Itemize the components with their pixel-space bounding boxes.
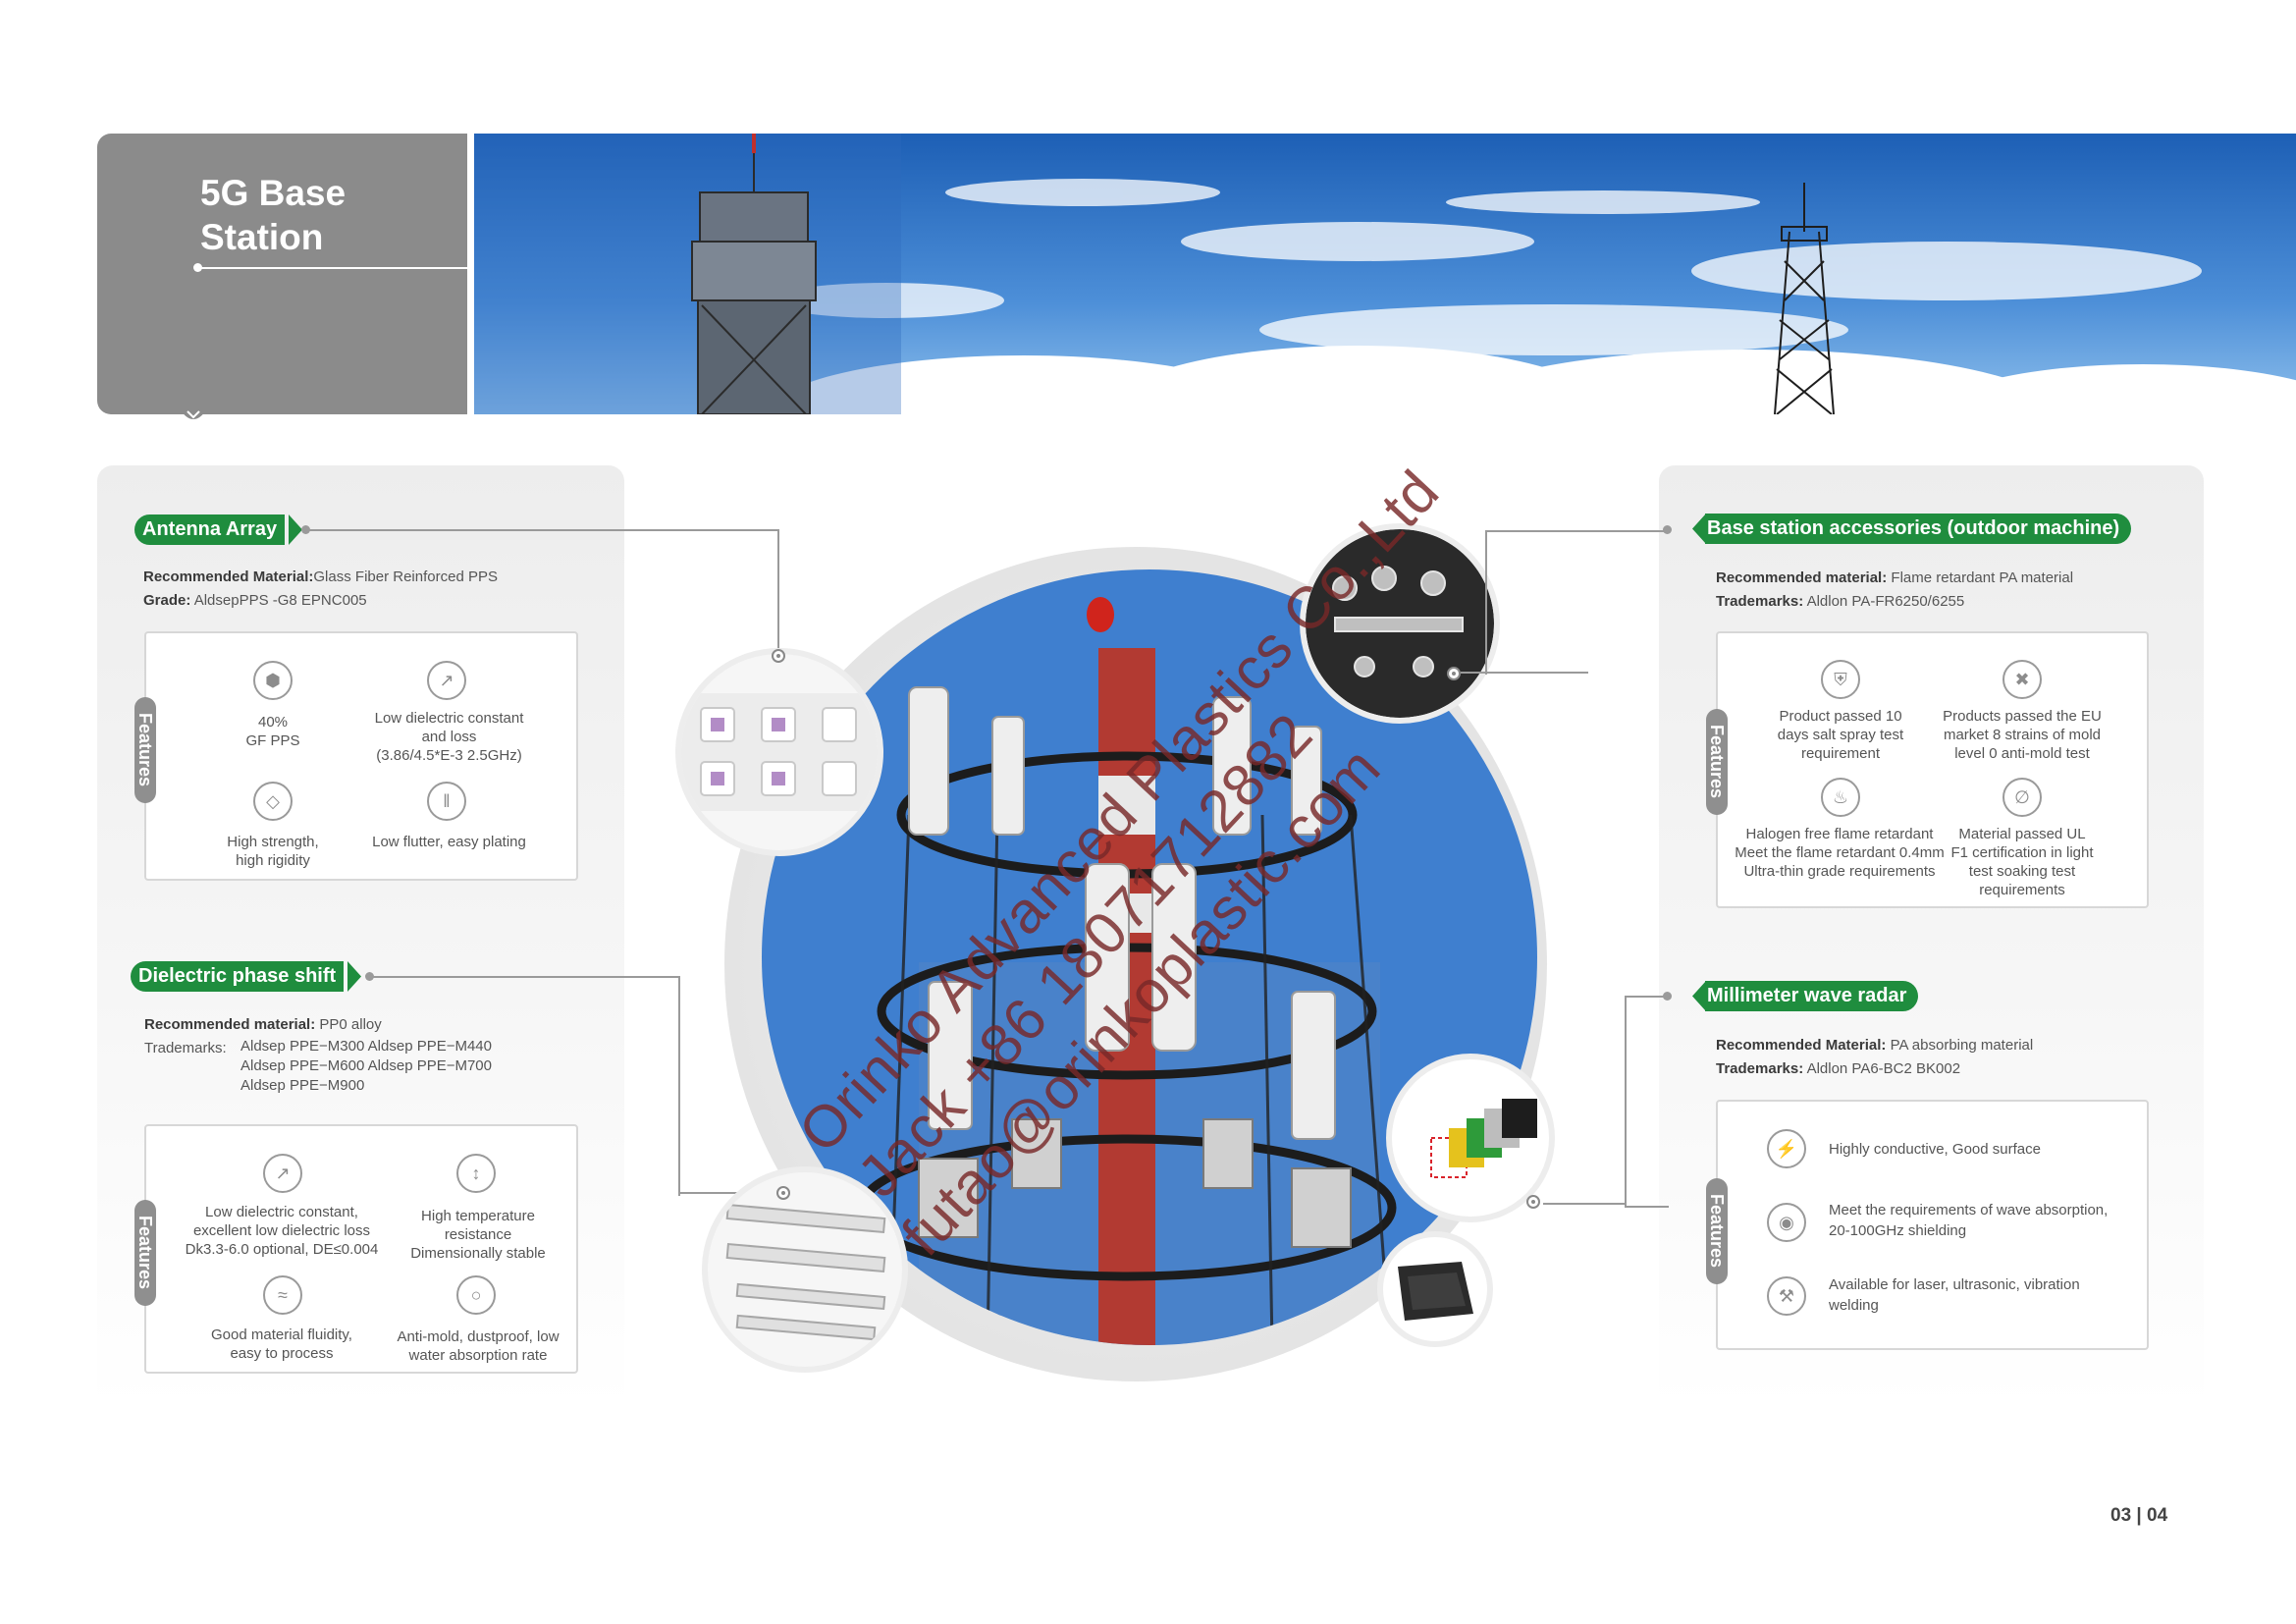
title-underline <box>198 267 467 269</box>
base-station-accessories-tag: Base station accessories (outdoor machin… <box>1705 514 2132 544</box>
banner-title-panel <box>97 134 467 414</box>
connector-line <box>678 1192 776 1196</box>
wave-icon: ◉ <box>1767 1203 1806 1242</box>
dielectric-phase-shift-tag: Dielectric phase shift <box>131 961 345 992</box>
accessories-features-box <box>1716 631 2149 908</box>
connector-line <box>1625 996 1669 1208</box>
features-label: Features <box>134 1200 156 1306</box>
callout-ring-marker <box>1447 667 1461 680</box>
accessories-feature-1: Product passed 10 days salt spray test r… <box>1777 708 1904 762</box>
antenna-array-tag: Antenna Array <box>134 514 286 545</box>
antenna-feature-2: Low dielectric constant and loss (3.86/4… <box>374 710 524 764</box>
dielectric-trademarks: Aldsep PPE−M300 Aldsep PPE−M440 Aldsep P… <box>240 1037 492 1096</box>
phase-shifter-thumb <box>702 1166 908 1373</box>
flame-icon: ♨ <box>1821 778 1860 817</box>
radar-feature-3: Available for laser, ultrasonic, vibrati… <box>1829 1276 2080 1314</box>
accessories-feature-2: Products passed the EU market 8 strains … <box>1943 708 2102 762</box>
connector-line <box>1485 530 1590 675</box>
dielectric-spec-material: Recommended material: PP0 alloy <box>144 1016 382 1033</box>
page-title: 5G Base Station <box>200 173 347 257</box>
callout-ring-marker <box>1526 1195 1540 1209</box>
flow-icon: ≈ <box>263 1275 302 1315</box>
connector-dot <box>1663 992 1672 1001</box>
tag-arrow-icon <box>289 514 302 545</box>
radar-part-thumb <box>1377 1231 1493 1347</box>
features-label: Features <box>1706 1178 1728 1284</box>
chart-icon: ↗ <box>263 1154 302 1193</box>
radar-spec-trademarks: Trademarks: Aldlon PA6-BC2 BK002 <box>1716 1060 1961 1077</box>
features-label: Features <box>1706 709 1728 815</box>
accessories-feature-4: Material passed UL F1 certification in l… <box>1950 826 2094 898</box>
callout-ring-marker <box>776 1186 790 1200</box>
shield-icon: ⛨ <box>1821 660 1860 699</box>
accessories-spec-trademarks: Trademarks: Aldlon PA-FR6250/6255 <box>1716 593 1965 610</box>
connector-dot <box>365 972 374 981</box>
chart-icon: ↗ <box>427 661 466 700</box>
trademark-line: Aldsep PPE−M300 Aldsep PPE−M440 <box>240 1038 492 1055</box>
antenna-feature-1: 40% GF PPS <box>245 714 300 749</box>
radar-feature-1: Highly conductive, Good surface <box>1829 1141 2041 1158</box>
dielectric-feature-1: Low dielectric constant, excellent low d… <box>185 1204 379 1258</box>
dielectric-features-box <box>144 1124 578 1374</box>
accessories-feature-3: Halogen free flame retardant Meet the fl… <box>1735 826 1945 880</box>
accessories-spec-material: Recommended material: Flame retardant PA… <box>1716 569 2074 586</box>
radar-layers-thumb <box>1386 1054 1555 1222</box>
tag-arrow-icon <box>1692 514 1706 544</box>
dielectric-feature-2: High temperature resistance Dimensionall… <box>410 1208 546 1262</box>
tag-arrow-icon <box>347 961 361 992</box>
connector-line <box>370 976 680 1196</box>
callout-ring-marker <box>772 649 785 663</box>
honeycomb-icon: ⬢ <box>253 661 293 700</box>
diamond-icon: ◇ <box>253 782 293 821</box>
connector-line <box>1588 530 1667 534</box>
millimeter-wave-radar-tag: Millimeter wave radar <box>1705 981 1919 1011</box>
thermometer-icon: ↕ <box>456 1154 496 1193</box>
trademark-line: Aldsep PPE−M900 <box>240 1077 365 1094</box>
lightning-icon: ⚡ <box>1767 1129 1806 1168</box>
trademark-line: Aldsep PPE−M600 Aldsep PPE−M700 <box>240 1057 492 1074</box>
tag-arrow-icon <box>1692 981 1706 1011</box>
plating-icon: ‖ <box>427 782 466 821</box>
connector-dot <box>1663 525 1672 534</box>
dielectric-spec-trademarks-label: Trademarks: <box>144 1040 227 1056</box>
title-underline-dot <box>193 263 202 272</box>
connector-line <box>306 529 779 659</box>
antenna-feature-3: High strength, high rigidity <box>227 834 319 869</box>
connector-line <box>1543 1203 1626 1207</box>
connector-line <box>1461 672 1588 676</box>
antenna-spec-material: Recommended Material:Glass Fiber Reinfor… <box>143 568 498 585</box>
no-light-icon: ∅ <box>2002 778 2042 817</box>
antenna-spec-grade: Grade: AldsepPPS -G8 EPNC005 <box>143 592 367 609</box>
radar-spec-material: Recommended Material: PA absorbing mater… <box>1716 1037 2034 1054</box>
shield-drop-icon: ○ <box>456 1275 496 1315</box>
dielectric-feature-3: Good material fluidity, easy to process <box>211 1326 352 1362</box>
features-label: Features <box>134 697 156 803</box>
connector-dot <box>301 525 310 534</box>
dielectric-feature-4: Anti-mold, dustproof, low water absorpti… <box>397 1328 560 1364</box>
wrench-icon: ⚒ <box>1767 1276 1806 1316</box>
page-number: 03 | 04 <box>2110 1505 2168 1526</box>
bug-icon: ✖ <box>2002 660 2042 699</box>
antenna-features-box <box>144 631 578 881</box>
antenna-feature-4: Low flutter, easy plating <box>372 834 526 850</box>
chevron-down-icon <box>177 403 210 419</box>
radar-feature-2: Meet the requirements of wave absorption… <box>1829 1202 2109 1239</box>
banner-sky-image <box>474 134 2296 414</box>
antenna-array-thumb <box>675 648 883 856</box>
